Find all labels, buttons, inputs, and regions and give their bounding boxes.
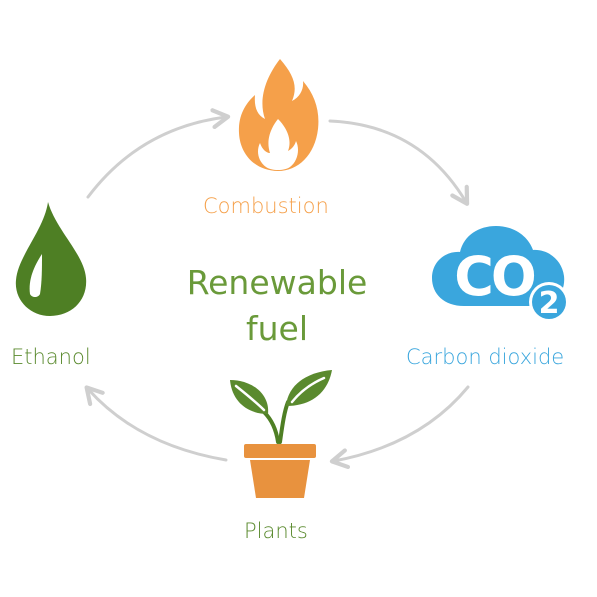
potted-plant-icon xyxy=(230,370,332,498)
droplet-icon xyxy=(15,202,87,316)
ethanol-label: Ethanol xyxy=(11,345,91,369)
arrow-ethanol-to-combustion xyxy=(86,108,231,199)
arrow-plants-to-ethanol xyxy=(84,385,228,462)
plants-label: Plants xyxy=(244,519,308,543)
center-title: Renewable fuel xyxy=(151,260,403,352)
arrow-combustion-to-co2 xyxy=(328,119,470,206)
carbon-dioxide-label: Carbon dioxide xyxy=(406,345,565,369)
co2-icon-subscript: 2 xyxy=(539,286,560,321)
combustion-label: Combustion xyxy=(203,194,329,218)
center-title-line2: fuel xyxy=(245,309,308,348)
flame-icon xyxy=(238,59,319,171)
co2-icon: CO 2 xyxy=(432,226,569,322)
arrow-co2-to-plants xyxy=(329,385,470,470)
center-title-line1: Renewable xyxy=(186,263,368,302)
co2-icon-text: CO xyxy=(454,245,535,308)
